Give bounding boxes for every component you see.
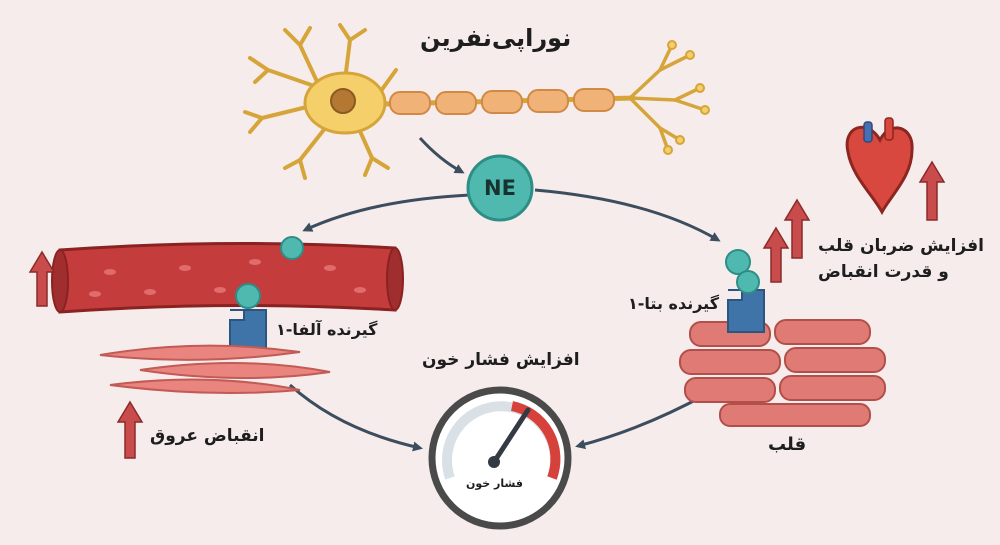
ne-text: NE (484, 176, 516, 200)
neuron-icon (243, 23, 710, 180)
vasoconstriction-label: انقباض عروق (150, 426, 265, 446)
up-arrow-icon (28, 160, 946, 459)
blood-vessel-icon (51, 241, 404, 314)
alpha-receptor-icon (229, 236, 304, 353)
heart-effect-line1: افزایش ضربان قلب (818, 236, 984, 256)
gauge-label: فشار خون (466, 477, 523, 490)
alpha-receptor-label: گیرنده آلفا-۱ (276, 320, 378, 339)
smooth-muscle-icon (99, 344, 331, 395)
cardiac-muscle-icon (679, 319, 886, 427)
heart-icon (845, 117, 914, 216)
beta-receptor-icon (725, 249, 765, 333)
pathway-arrows (288, 136, 721, 452)
beta-receptor-label: گیرنده بتا-۱ (628, 294, 720, 313)
heart-effect-line2: و قدرت انقباض (818, 262, 949, 282)
ne-molecule (466, 154, 534, 222)
heart-label: قلب (768, 434, 807, 455)
gauge-icon (428, 386, 572, 530)
title-text: نوراپی‌نفرین (420, 24, 572, 52)
bp-increase-label: افزایش فشار خون (422, 350, 580, 370)
